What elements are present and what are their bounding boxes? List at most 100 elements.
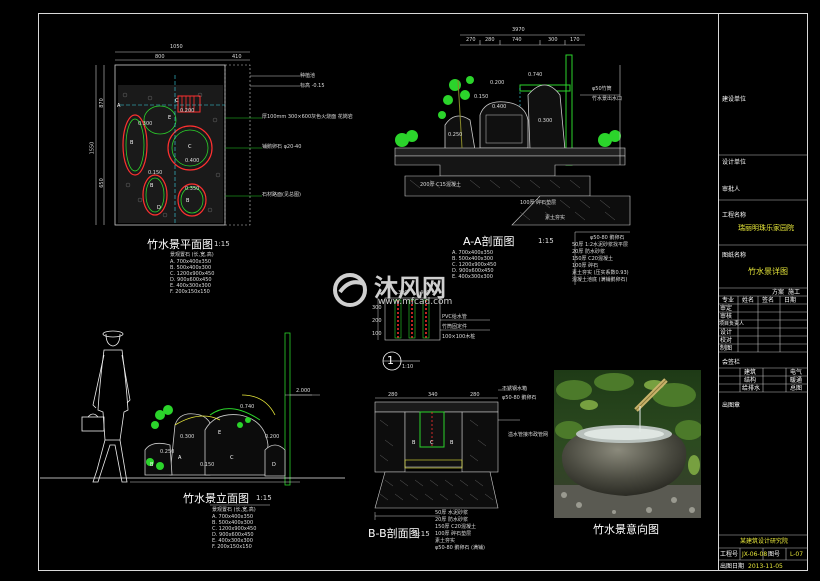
aa-dim-5: 170 — [570, 37, 580, 43]
plan-dim-w2: 410 — [232, 54, 242, 60]
plan-dim-h1: 870 — [98, 98, 105, 108]
d1-dim-1: 300 — [372, 305, 382, 311]
bb-caption: B-B剖面图 — [368, 527, 420, 540]
bb-layer-2: 20厚 防水砂浆 — [435, 517, 468, 523]
tb-head-3: 签名 — [762, 297, 775, 304]
elev-list-3: C. 1200x900x450 — [212, 526, 257, 532]
tb-design-unit: 设计单位 — [722, 159, 747, 166]
plan-level-1: 0.300 — [138, 121, 153, 127]
plan-label-d: D — [157, 205, 161, 211]
plan-label-b2: B — [130, 140, 134, 146]
plan-label-b3: B — [186, 198, 190, 204]
elevation — [40, 330, 345, 506]
aa-level-3: 0.400 — [492, 104, 507, 110]
bb-note-2: φ50-80 鹅卵石 — [502, 395, 537, 401]
elev-level-3: 0.300 — [180, 434, 195, 440]
tb-meet-3b: 总图 — [790, 385, 803, 392]
plan-scale: 1:15 — [214, 240, 230, 248]
elev-list-title: 景观置石 (长,宽,高) — [212, 507, 256, 513]
aa-list-1: A. 700x400x350 — [452, 250, 494, 256]
tb-head-2: 姓名 — [742, 297, 755, 304]
plan-label-c2: C — [175, 98, 179, 104]
plan-level-2: 0.200 — [180, 108, 195, 114]
bb-label-2: C — [430, 440, 434, 446]
tb-project-no: JX-06-08 — [742, 551, 768, 558]
section-aa — [394, 34, 631, 285]
d1-note-1: PVC给水管 — [442, 314, 467, 320]
elev-scale: 1:15 — [256, 494, 272, 502]
bb-scale: 1:15 — [414, 530, 430, 538]
watermark-url: www.mfcad.com — [378, 297, 453, 307]
bb-label-3: B — [450, 440, 454, 446]
tb-project-no-label: 工程号 — [720, 551, 739, 558]
elev-level-4: 0.200 — [265, 434, 280, 440]
elev-level-2: 0.250 — [160, 449, 175, 455]
title-block-lines — [718, 154, 808, 561]
tb-meet-2b: 暖通 — [790, 377, 803, 384]
aa-note-2: 竹水景出水口 — [592, 96, 623, 102]
plan-note-3: 厚100mm 300×600灰色火烧面 花岗岩 — [262, 114, 353, 120]
aa-layer-5: 素土夯实 (压实系数0.93) — [572, 270, 629, 276]
bb-layer-5: 素土夯实 — [435, 538, 456, 544]
bb-layer-3: 150厚 C20混凝土 — [435, 524, 476, 530]
tb-date: 2013-11-05 — [748, 563, 783, 570]
bb-label-1: B — [412, 440, 416, 446]
aa-note-6: 素土夯实 — [545, 215, 566, 221]
d1-dim-5: 400 — [420, 290, 430, 296]
tb-sign-3: 项目负责人 — [719, 321, 745, 327]
tb-meeting: 会签栏 — [722, 359, 741, 366]
bb-layer-4: 100厚 碎石垫层 — [435, 531, 472, 537]
plan-level-5: 0.150 — [148, 170, 163, 176]
tb-build-unit: 建设单位 — [722, 96, 747, 103]
plan-label-c1: C — [188, 144, 192, 150]
bb-layer-6: φ50-80 鹅卵石 (满铺) — [435, 545, 485, 551]
aa-level-5: 0.300 — [538, 118, 553, 124]
d1-note-2: 竹筒固定件 — [442, 324, 468, 330]
aa-layer-2: 20厚 防水砂浆 — [572, 249, 605, 255]
plan-list-3: C. 1200x900x450 — [170, 271, 215, 277]
elev-list-2: B. 500x400x300 — [212, 520, 254, 526]
elev-level-1: 0.740 — [240, 404, 255, 410]
aa-dim-4: 300 — [548, 37, 558, 43]
bb-layer-1: 50厚 水泥砂浆 — [435, 510, 468, 516]
plan-dim-h: 1550 — [89, 141, 96, 155]
plan-list-6: F. 200x150x150 — [170, 289, 210, 295]
reference-photo — [554, 370, 701, 518]
tb-review: 审批人 — [722, 186, 741, 193]
plan-view — [95, 51, 300, 226]
tb-drawing-name-label: 图纸名称 — [722, 252, 747, 259]
elev-label-c: C — [230, 455, 234, 461]
bb-note-3: 溢水管接市政管网 — [508, 432, 549, 438]
elev-list-4: D. 900x600x450 — [212, 532, 254, 538]
tb-sign-2: 审核 — [720, 313, 733, 320]
elev-list-1: A. 700x400x350 — [212, 514, 254, 520]
tb-sign-6: 制图 — [720, 345, 733, 352]
tb-meet-1a: 建筑 — [744, 369, 757, 376]
aa-caption: A-A剖面图 — [463, 235, 515, 248]
aa-layer-1: 50厚 1:2水泥砂浆找平层 — [572, 242, 628, 248]
plan-dim-w1: 800 — [155, 54, 165, 60]
aa-layer-3: 150厚 C20混凝土 — [572, 256, 613, 262]
elev-list-6: F. 200x150x150 — [212, 544, 252, 550]
tb-sign-5: 校对 — [720, 337, 733, 344]
aa-dim-total: 3970 — [512, 27, 525, 33]
d1-dim-3: 100 — [372, 331, 382, 337]
tb-sign-1: 审定 — [720, 305, 733, 312]
aa-note-1: φ50竹筒 — [592, 86, 612, 92]
aa-list-2: B. 500x400x300 — [452, 256, 494, 262]
tb-sign-4: 设计 — [720, 329, 733, 336]
aa-note-5: 100厚 碎石垫层 — [520, 200, 557, 206]
plan-note-4: 铺鹅卵石 φ20-40 — [262, 144, 302, 150]
aa-layer-6: 混凝土池底 (满铺鹅卵石) — [572, 277, 628, 283]
elev-list-5: E. 400x300x300 — [212, 538, 253, 544]
tb-plan: 方案 — [772, 289, 785, 296]
aa-level-6: 0.250 — [448, 132, 463, 138]
plan-dim-h2: 650 — [98, 178, 105, 188]
aa-dim-2: 280 — [485, 37, 495, 43]
elev-label-d: D — [272, 462, 276, 468]
tb-head-1: 专业 — [722, 297, 735, 304]
plan-list-title: 景观置石 (长,宽,高) — [170, 252, 214, 258]
tb-company: 某建筑设计研究院 — [740, 538, 789, 545]
plan-list-1: A. 700x400x350 — [170, 259, 212, 265]
aa-dim-1: 270 — [466, 37, 476, 43]
